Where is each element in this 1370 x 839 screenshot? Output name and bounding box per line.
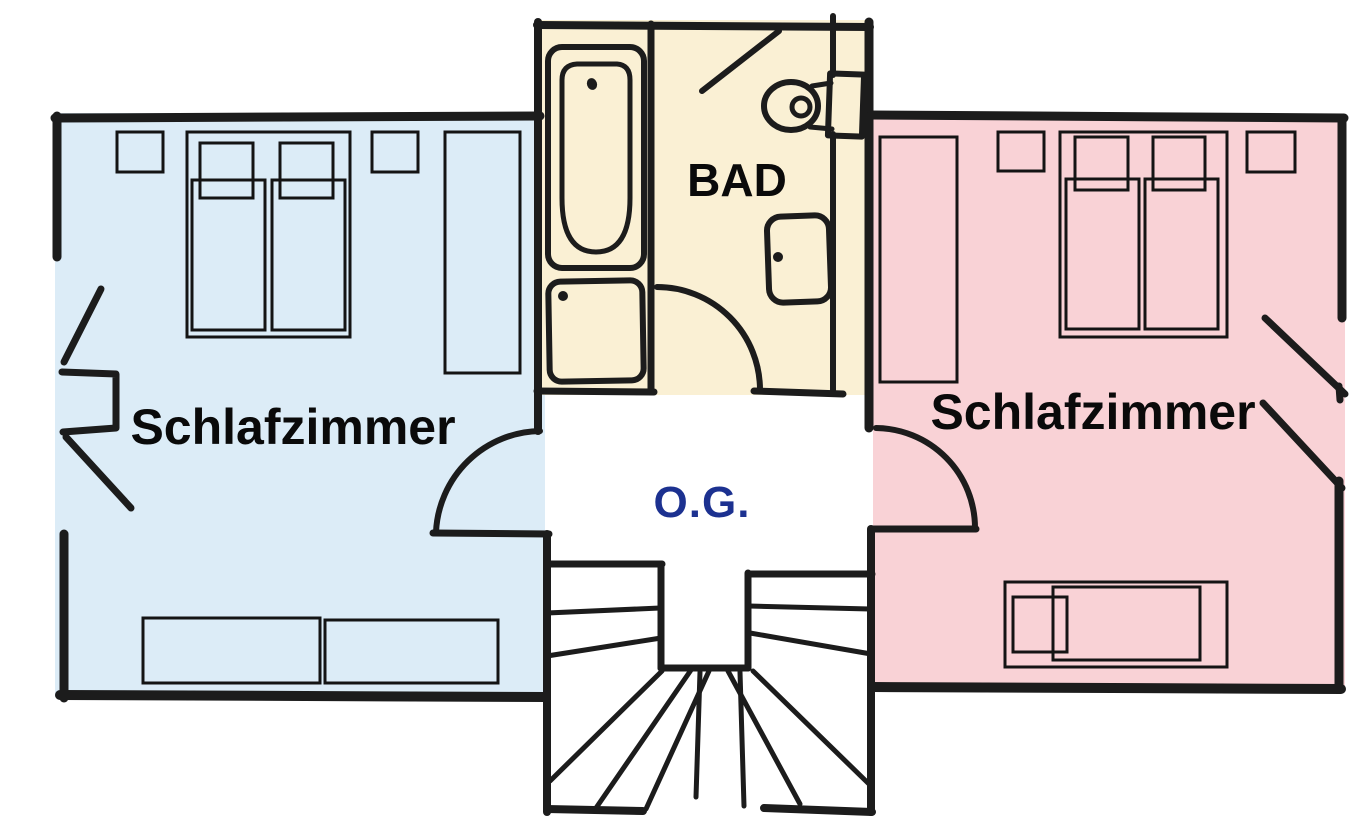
bathroom-floor <box>537 20 870 395</box>
washbasin <box>763 212 835 306</box>
nightstand <box>370 130 420 174</box>
door-swing-arc <box>654 284 763 393</box>
bedroom-left-top-wall <box>50 111 545 123</box>
wall-break-notch <box>58 368 120 436</box>
toilet-flush <box>789 95 813 119</box>
stair-tread <box>544 605 663 616</box>
double-bed-frame <box>185 130 352 339</box>
dresser <box>141 616 322 685</box>
nightstand <box>115 130 165 174</box>
mattress <box>1064 177 1141 331</box>
bathroom-top-wall <box>533 21 874 31</box>
doors <box>429 284 980 538</box>
bedroom-left-label: Schlafzimmer <box>130 399 455 455</box>
toilet-bowl <box>761 79 821 133</box>
furniture <box>115 130 1297 685</box>
stair-tread <box>693 669 703 800</box>
wall-break-diagonal <box>60 285 105 366</box>
pillow <box>1151 135 1207 192</box>
stair-tread <box>547 668 665 784</box>
stair-tread <box>593 667 694 811</box>
bathtub-drain <box>586 78 598 90</box>
mattress <box>1143 177 1220 331</box>
staircase <box>543 560 876 812</box>
bathroom-bottom-wall <box>533 387 658 396</box>
stair-tread <box>750 668 872 787</box>
bedroom-right-bottom-wall <box>867 682 1346 694</box>
wall-break-diagonal <box>1259 399 1346 492</box>
bedroom-left-floor <box>55 113 545 697</box>
mattress <box>270 178 347 332</box>
washbasin-tap <box>773 252 783 262</box>
stair-tread <box>544 635 664 659</box>
bedroom-right-label: Schlafzimmer <box>930 384 1255 440</box>
double-bed-frame <box>1058 130 1229 339</box>
nightstand <box>1245 130 1297 174</box>
single-bed-frame <box>1003 580 1229 669</box>
bedroom-right-top-wall <box>866 110 1349 123</box>
mattress <box>1051 585 1202 662</box>
toilet-tank <box>824 70 868 140</box>
pillow <box>1073 135 1130 192</box>
pillow <box>198 141 255 200</box>
roof-slope-line <box>699 28 782 94</box>
bedroom-left-bottom-wall <box>55 690 551 702</box>
door-swing-arc <box>433 428 543 535</box>
sink-tap <box>558 291 568 301</box>
mattress <box>190 178 267 332</box>
door-leaf <box>429 529 553 538</box>
door-swing-arc <box>873 425 978 531</box>
pillow <box>278 141 335 200</box>
stair-tread <box>725 668 803 807</box>
dresser <box>323 618 500 685</box>
wall-break-diagonal <box>1261 314 1349 398</box>
wall-break-diagonal <box>62 433 135 512</box>
stair-tread <box>747 630 874 657</box>
walls <box>50 13 1349 816</box>
bathroom-label: BAD <box>687 154 787 206</box>
bathroom-bottom-wall <box>750 387 847 398</box>
wall-break-notch <box>1335 382 1344 404</box>
nightstand <box>996 130 1046 173</box>
bathtub-basin <box>559 61 633 255</box>
pillow <box>1011 595 1069 654</box>
bathtub <box>545 44 647 271</box>
wardrobe <box>443 130 522 375</box>
wardrobe <box>878 135 959 384</box>
floor-level-label: O.G. <box>654 478 751 527</box>
bathroom-fixtures <box>545 44 868 385</box>
shower-sink <box>545 277 647 385</box>
stairwell-bottom-wall <box>760 804 876 816</box>
stair-tread <box>746 603 873 612</box>
